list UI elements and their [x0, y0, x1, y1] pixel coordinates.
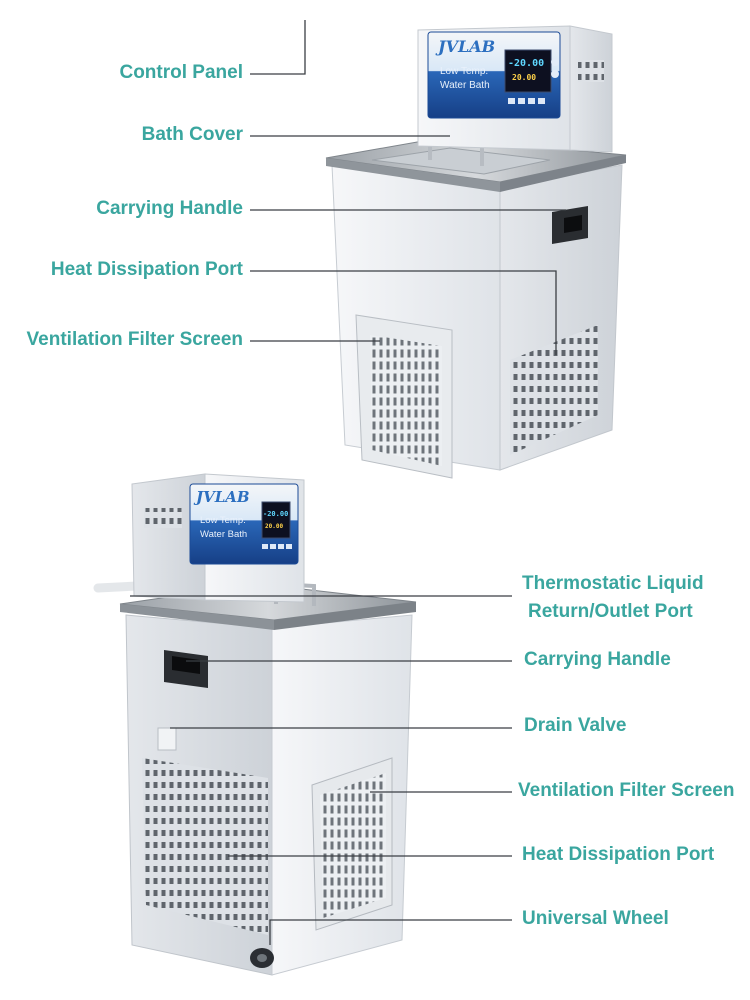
- model-text-line1-bottom: Low Temp.: [200, 515, 246, 526]
- label-ventilation-filter-screen-bottom: Ventilation Filter Screen: [518, 780, 735, 801]
- brand-logo: JVLAB: [435, 37, 495, 56]
- label-control-panel: Control Panel: [119, 62, 243, 83]
- lcd-display-bottom: [261, 501, 291, 539]
- top-unit: JVLAB Low Temp. Water Bath -20.00 20.00: [325, 25, 627, 479]
- lcd-set-value: -20.00: [508, 58, 544, 69]
- label-bath-cover: Bath Cover: [141, 124, 243, 145]
- brand-logo-bottom: JVLAB: [193, 488, 250, 506]
- bottom-unit: JVLAB Low Temp. Water Bath -20.00 20.00: [93, 473, 417, 976]
- label-liquid-port-line2: Return/Outlet Port: [528, 601, 693, 622]
- label-carrying-handle-bottom: Carrying Handle: [524, 649, 671, 670]
- lcd-actual-value-bottom: 20.00: [265, 523, 283, 530]
- label-carrying-handle-top: Carrying Handle: [96, 198, 243, 219]
- model-text-line2-bottom: Water Bath: [200, 529, 247, 540]
- callout-lines: [130, 20, 566, 945]
- label-universal-wheel: Universal Wheel: [522, 908, 669, 929]
- lcd-display: [504, 49, 552, 93]
- lcd-actual-value: 20.00: [512, 73, 536, 82]
- lcd-set-value-bottom: -20.00: [263, 510, 288, 518]
- label-heat-dissipation-port-top: Heat Dissipation Port: [50, 259, 243, 280]
- label-drain-valve: Drain Valve: [524, 715, 627, 736]
- label-heat-dissipation-port-bottom: Heat Dissipation Port: [522, 844, 715, 865]
- label-ventilation-filter-screen-top: Ventilation Filter Screen: [26, 329, 243, 350]
- label-liquid-port-line1: Thermostatic Liquid: [522, 573, 704, 594]
- model-text-line2: Water Bath: [440, 80, 490, 91]
- model-text-line1: Low Temp.: [440, 66, 488, 77]
